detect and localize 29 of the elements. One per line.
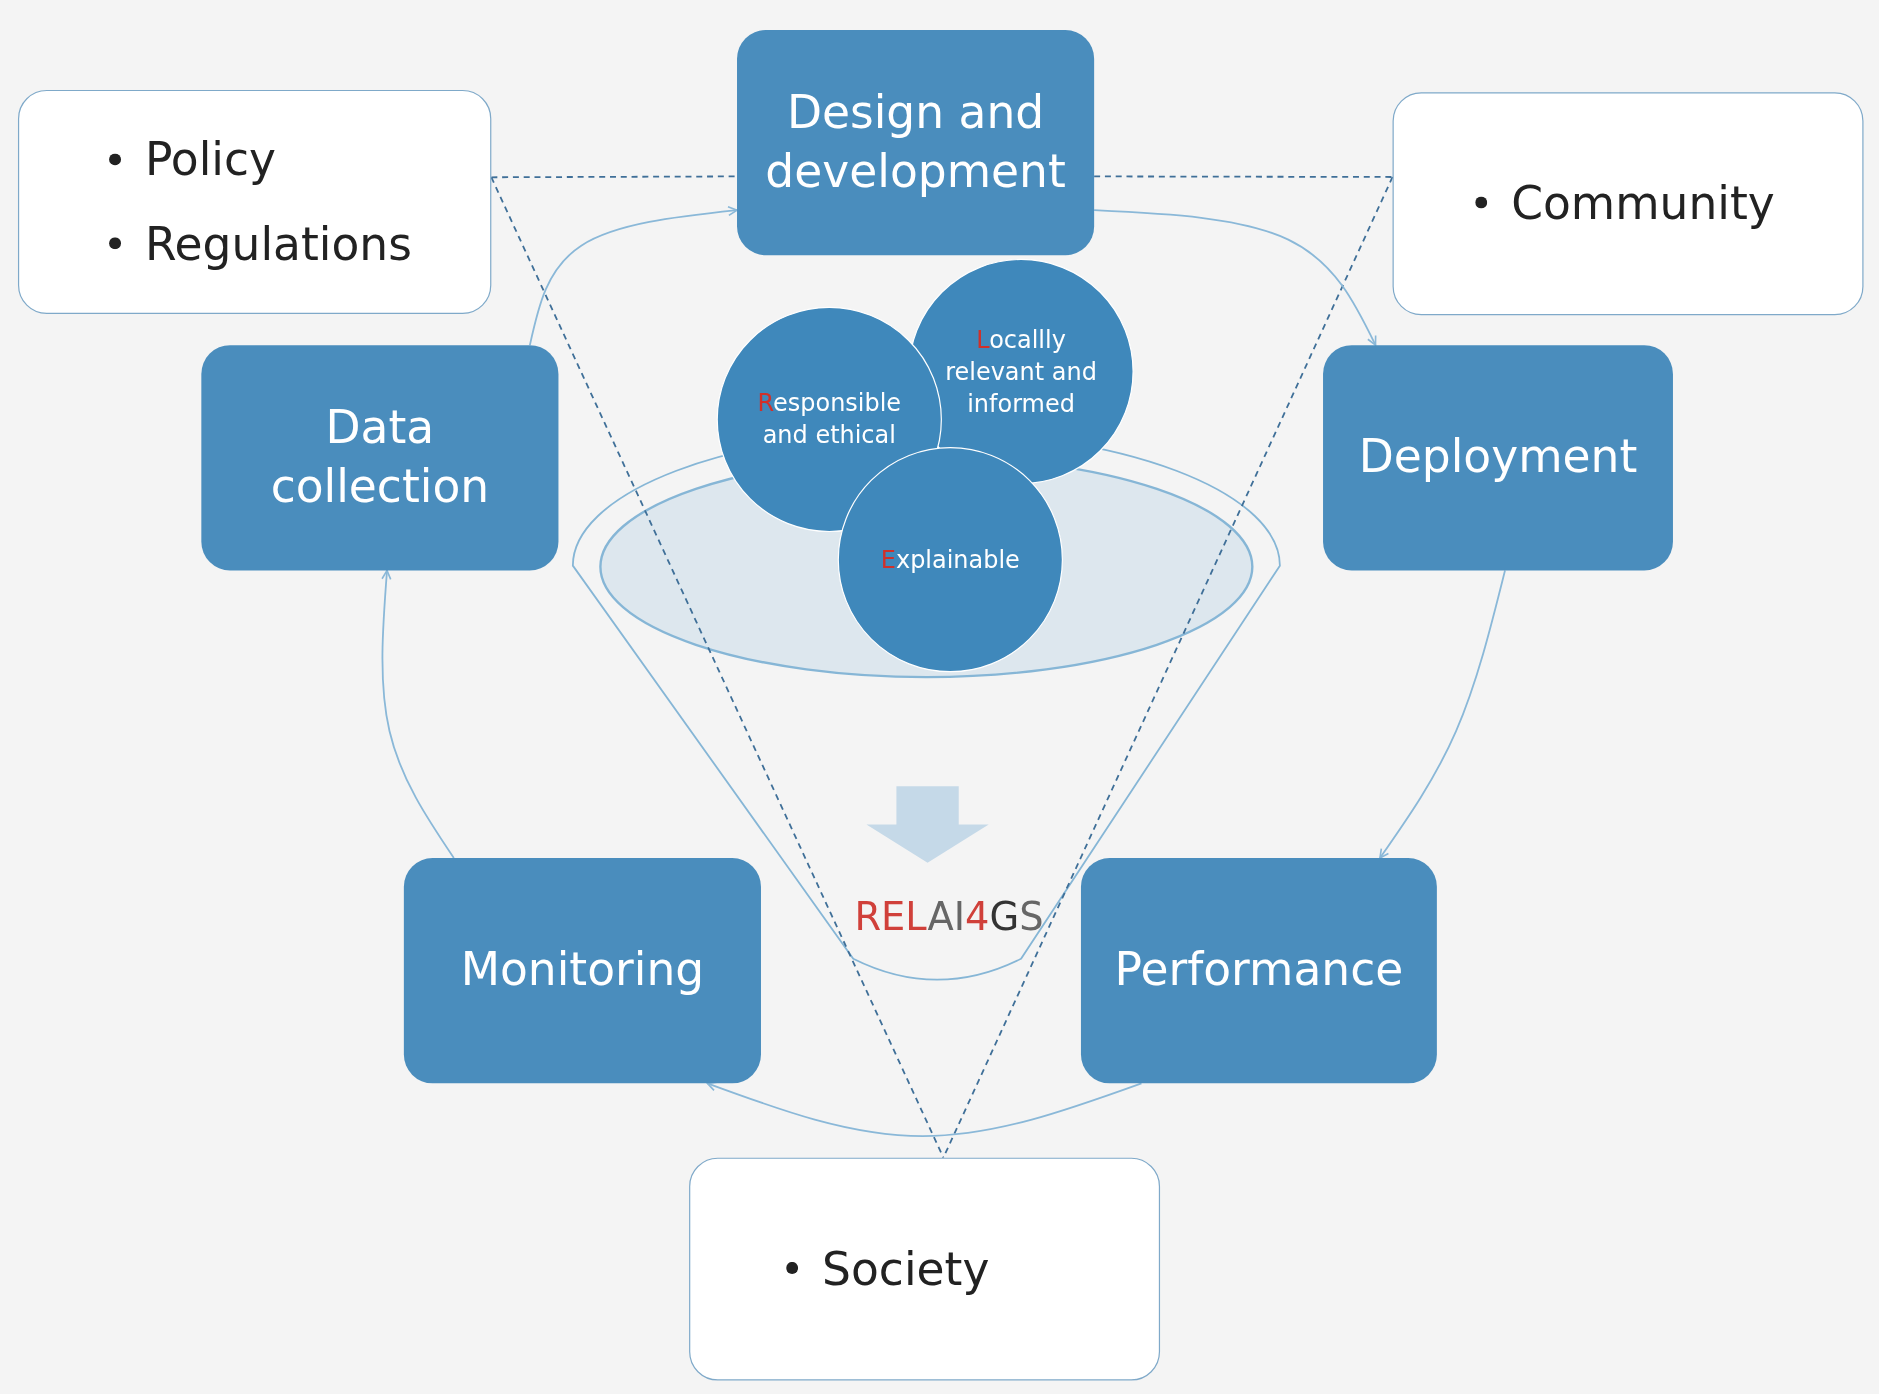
node-label: Deployment [1358,429,1638,486]
list-item-text: Policy [145,133,276,186]
list-item-text: Regulations [145,217,412,271]
arrow [1093,209,1377,347]
arrow [381,569,455,859]
arrow [529,206,738,347]
dashed-line [490,176,945,1159]
dashed-line [490,175,738,179]
list-item-text: Community [1511,177,1775,230]
node-label: Performance [1114,942,1404,999]
dashed-line [1093,175,1394,178]
arrow [706,1081,1143,1137]
stage-box [737,29,1095,256]
stakeholder-box [689,1157,1161,1381]
node-label: Monitoring [460,942,705,999]
stage-box [1080,858,1437,1084]
stakeholder-box [18,89,492,314]
node-label: Design and development [764,84,1067,200]
stage-box [1323,345,1673,571]
stage-box [201,345,559,571]
node-label: Explainable [880,543,1020,576]
stage-box [403,858,761,1084]
node-label: Data collection [269,400,491,515]
node-label: Responsible and ethical [756,387,903,452]
stakeholder-box [1392,92,1864,316]
node-label: Locallly relevant and informed [944,323,1098,420]
arrow [1379,569,1506,859]
list-item-text: Society [822,1242,990,1296]
framework-name: RELAI4GS [854,894,1044,940]
